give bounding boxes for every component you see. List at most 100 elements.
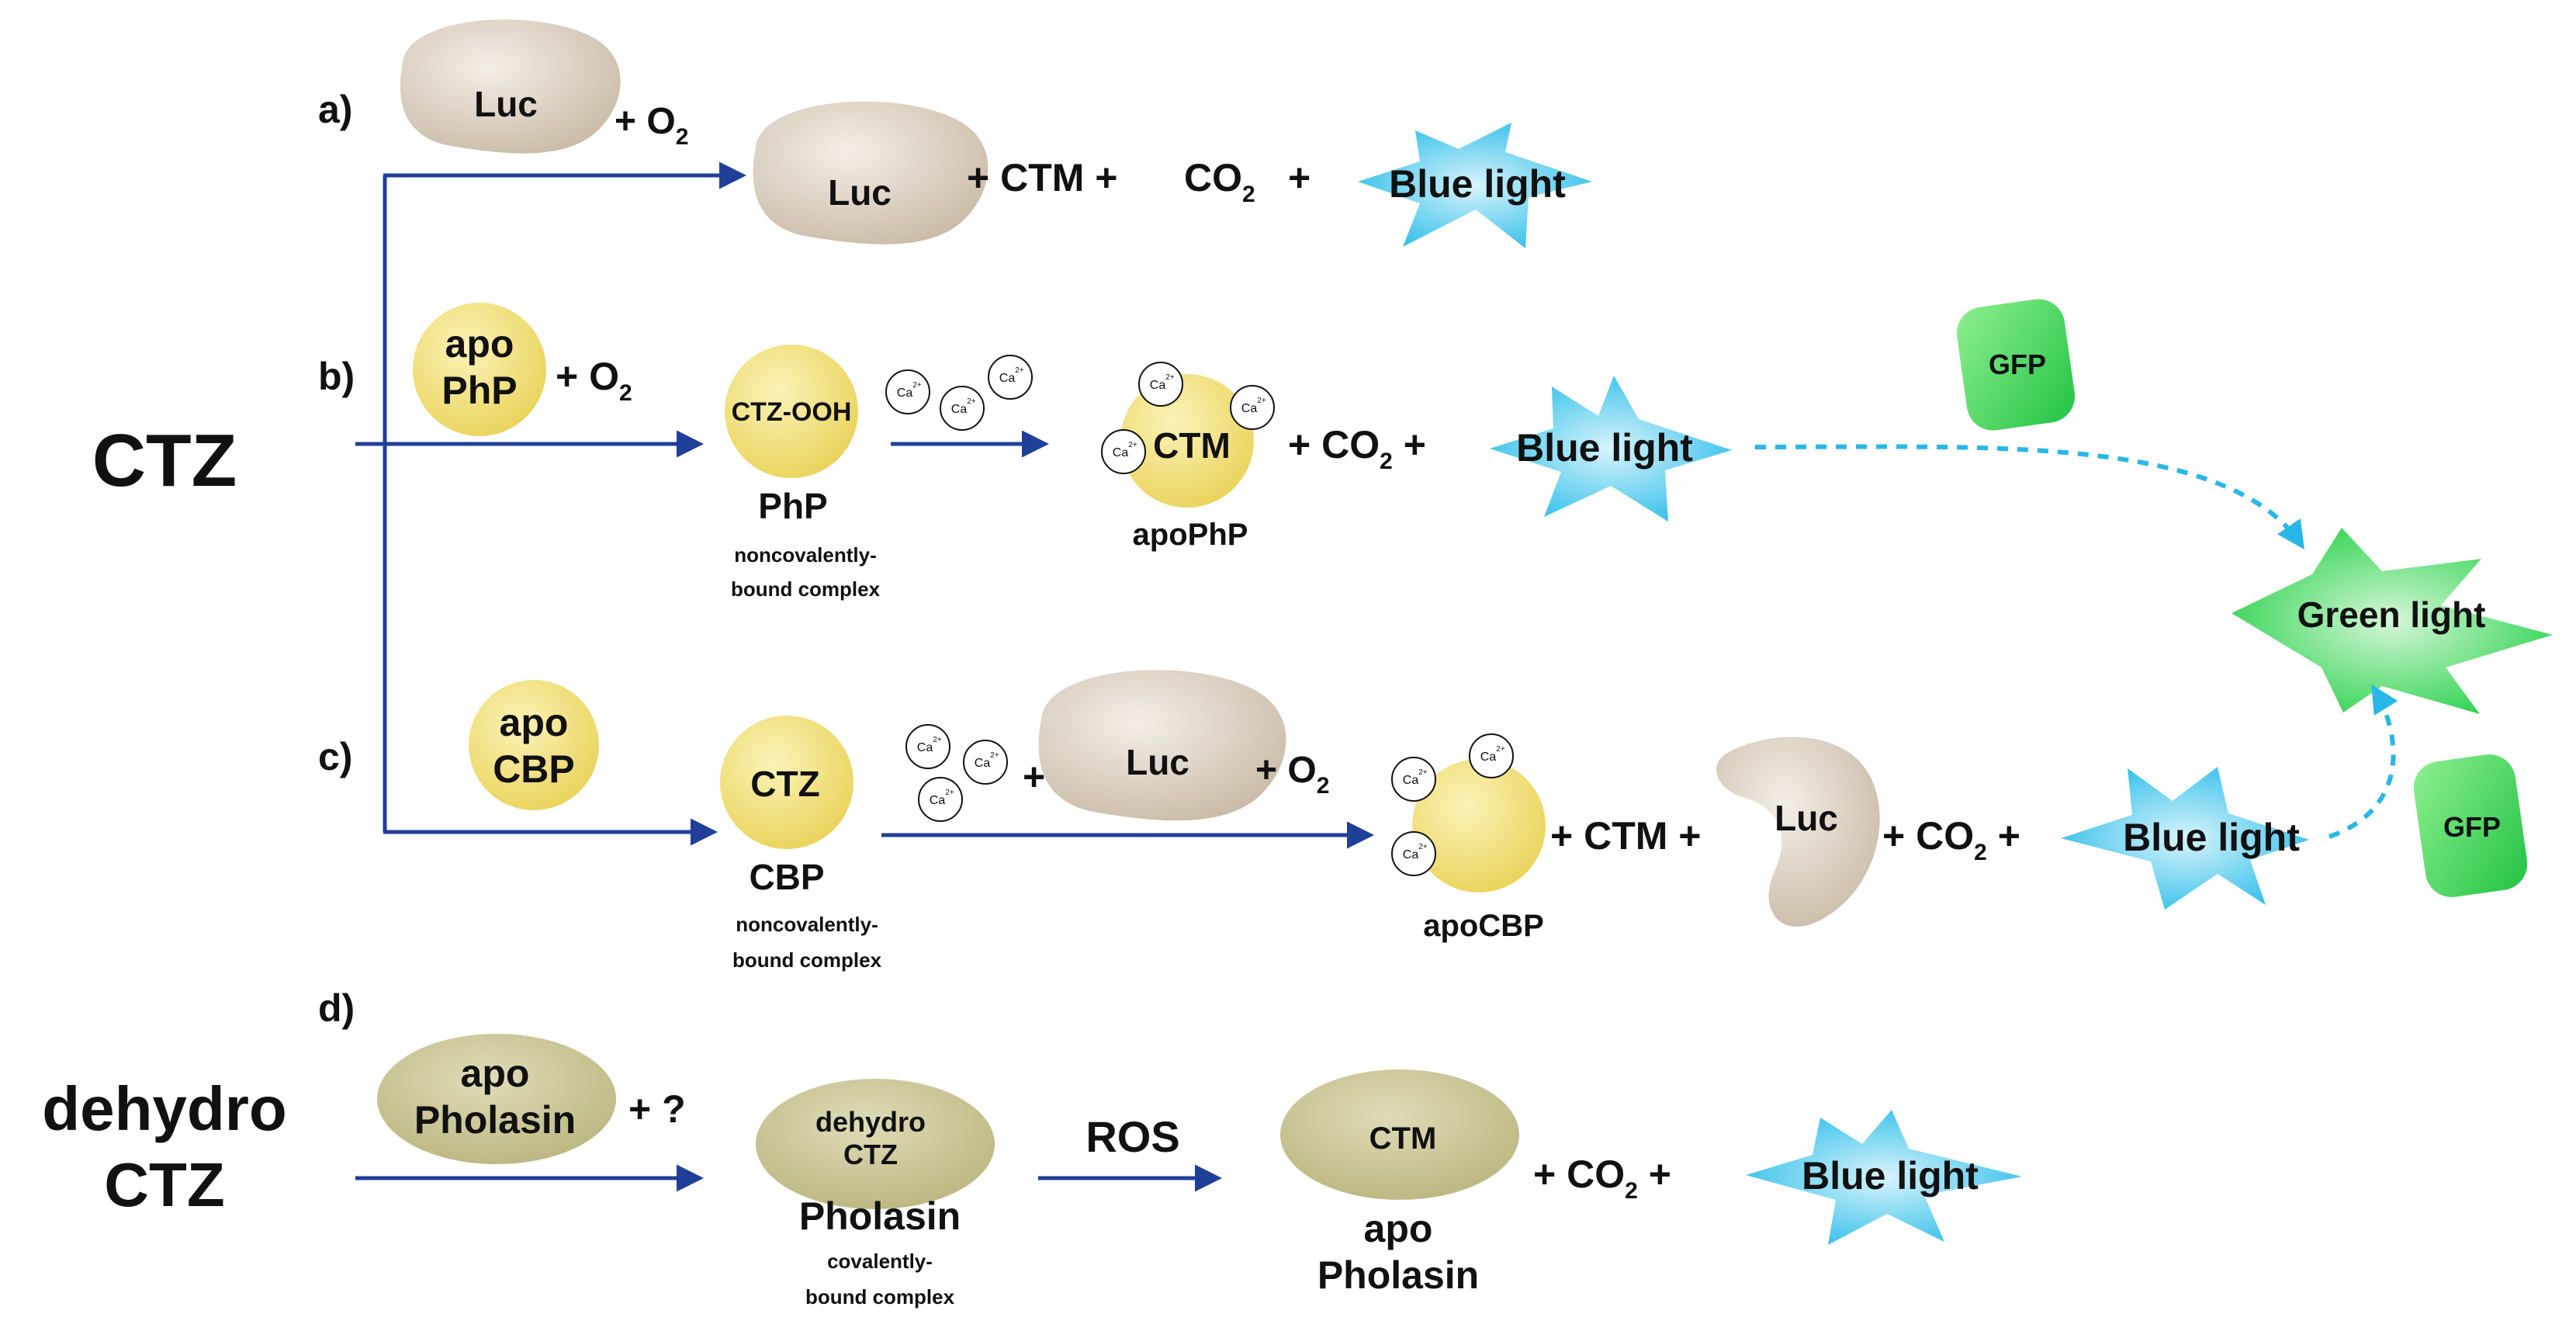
ca-ion-icon: Ca2+	[940, 386, 985, 431]
star-burst-icon	[1490, 376, 1732, 522]
ca-ion-icon: Ca2+	[1391, 757, 1436, 802]
luc-label: Luc	[474, 84, 538, 124]
apo-php-icon	[413, 303, 546, 436]
pholasin-name: Pholasin	[799, 1194, 961, 1238]
luc-label: Luc	[1126, 742, 1189, 782]
luc-label: Luc	[1774, 798, 1838, 838]
green-light: Green light	[2231, 528, 2553, 714]
ca-ion-icon: Ca2+	[1101, 429, 1146, 474]
plus-o2: + O2	[1255, 750, 1329, 799]
star-burst-icon	[2061, 767, 2309, 910]
svg-text:Ca: Ca	[917, 741, 933, 754]
ca-ion-icon: Ca2+	[918, 777, 963, 822]
products-ctm: + CTM +	[967, 156, 1117, 199]
apocbp-icon	[1412, 759, 1546, 893]
apo-pholasin-icon	[377, 1034, 616, 1164]
apo-cbp-label-line1: apo	[500, 701, 569, 744]
apo-php-label-line1: apo	[445, 322, 514, 366]
ctz-label: CTZ	[92, 419, 237, 502]
dehydro-ctz-label-line1: dehydro	[42, 1074, 287, 1143]
plus: +	[1288, 156, 1311, 199]
svg-text:2+: 2+	[945, 789, 954, 797]
pholasin-complex-icon	[756, 1079, 995, 1209]
dehydro-ctz-label-line2: CTZ	[104, 1150, 225, 1219]
svg-text:2+: 2+	[1418, 843, 1428, 851]
pholasin-desc-line2: bound complex	[805, 1285, 955, 1309]
row-c: c) apo CBP CTZ CBP noncovalently- bound …	[318, 670, 2528, 972]
cbp-complex-icon	[720, 716, 853, 849]
svg-text:2+: 2+	[1257, 397, 1266, 405]
dehydro-ctz-complex-line2: CTZ	[843, 1139, 898, 1170]
svg-text:Ca: Ca	[1113, 446, 1129, 459]
apophp-name: apoPhP	[1133, 518, 1248, 552]
svg-text:2+: 2+	[967, 397, 976, 406]
svg-text:Ca: Ca	[951, 403, 968, 416]
cbp-desc-line1: noncovalently-	[736, 913, 878, 936]
ca-ion-icon: Ca2+	[1391, 831, 1436, 876]
svg-text:2+: 2+	[1418, 768, 1428, 777]
ca-ion-icon: Ca2+	[1230, 385, 1275, 430]
luc-label: Luc	[828, 172, 892, 213]
star-burst-icon	[2231, 528, 2553, 714]
row-d-label: d)	[318, 986, 355, 1030]
ca-ion-icon: Ca2+	[885, 369, 930, 414]
row-c-label: c)	[318, 735, 352, 778]
svg-text:2+: 2+	[912, 381, 922, 390]
ctm-label: CTM	[1369, 1121, 1437, 1156]
apo-cbp-icon	[469, 680, 599, 810]
apo-cbp-label-line2: CBP	[493, 747, 575, 791]
ca-ion-icon: Ca2+	[1138, 362, 1183, 407]
row-d: d) apo Pholasin + ? dehydro CTZ Pholasin…	[318, 986, 2022, 1309]
svg-text:2+: 2+	[990, 751, 999, 760]
apo-pholasin-label-line2: Pholasin	[414, 1098, 576, 1142]
svg-text:Ca: Ca	[897, 386, 913, 400]
svg-text:Ca: Ca	[975, 757, 991, 770]
row-b-label: b)	[318, 355, 355, 398]
apo-php-label-line2: PhP	[441, 369, 517, 412]
plus-o2: + O2	[556, 355, 632, 406]
plus-co2-plus: + CO2 +	[1533, 1153, 1671, 1204]
dashed-arrow-to-green	[2328, 684, 2398, 839]
apophp-icon	[1120, 374, 1254, 508]
ros-label: ROS	[1085, 1112, 1179, 1161]
php-desc-line1: noncovalently-	[734, 543, 876, 567]
ctz-label: CTZ	[750, 764, 819, 804]
branch-connector	[355, 161, 746, 846]
svg-text:2+: 2+	[933, 736, 942, 744]
apo-pholasin-label-line1: apo	[461, 1052, 530, 1095]
svg-text:2+: 2+	[1128, 441, 1137, 449]
svg-text:2+: 2+	[1165, 373, 1175, 382]
dehydro-ctz-complex-line1: dehydro	[815, 1106, 926, 1138]
apo-pholasin-product-line2: Pholasin	[1317, 1253, 1479, 1297]
star-burst-icon	[1358, 123, 1592, 248]
ctz-ooh-label: CTZ-OOH	[732, 397, 852, 427]
gfp-label: GFP	[2443, 811, 2501, 843]
dashed-arrow-to-green	[1754, 444, 2305, 549]
gfp-protein-icon	[2413, 754, 2528, 897]
svg-text:Ca: Ca	[930, 794, 946, 807]
luciferase-blob-icon	[1716, 737, 1880, 927]
blue-light-label: Blue light	[1389, 162, 1566, 206]
svg-text:Ca: Ca	[1403, 774, 1419, 787]
ca-ion-icon: Ca2+	[963, 740, 1008, 785]
cbp-desc-line2: bound complex	[732, 948, 882, 972]
ca-ion-icon: Ca2+	[905, 724, 950, 769]
plus-unknown: + ?	[628, 1087, 686, 1131]
apo-pholasin-product-icon	[1280, 1069, 1519, 1200]
star-burst-icon	[1746, 1110, 2022, 1245]
plus-ctm-plus: + CTM +	[1550, 814, 1701, 858]
svg-text:Ca: Ca	[1241, 402, 1258, 415]
gfp-protein-icon	[1956, 299, 2076, 431]
row-b: b) apo PhP + O2 CTZ-OOH PhP noncovalentl…	[318, 299, 2305, 601]
co2-label: CO2	[1184, 156, 1255, 207]
row-a-label: a)	[318, 88, 352, 131]
svg-text:Ca: Ca	[999, 372, 1016, 385]
plus-o2: + O2	[615, 101, 688, 150]
pholasin-desc-line1: covalently-	[827, 1250, 933, 1273]
php-desc-line2: bound complex	[731, 577, 881, 601]
ca-ion-icon: Ca2+	[988, 355, 1033, 400]
apo-pholasin-product-line1: apo	[1364, 1207, 1433, 1250]
ca-ion-icon: Ca2+	[1469, 733, 1514, 778]
svg-text:Ca: Ca	[1150, 379, 1166, 392]
